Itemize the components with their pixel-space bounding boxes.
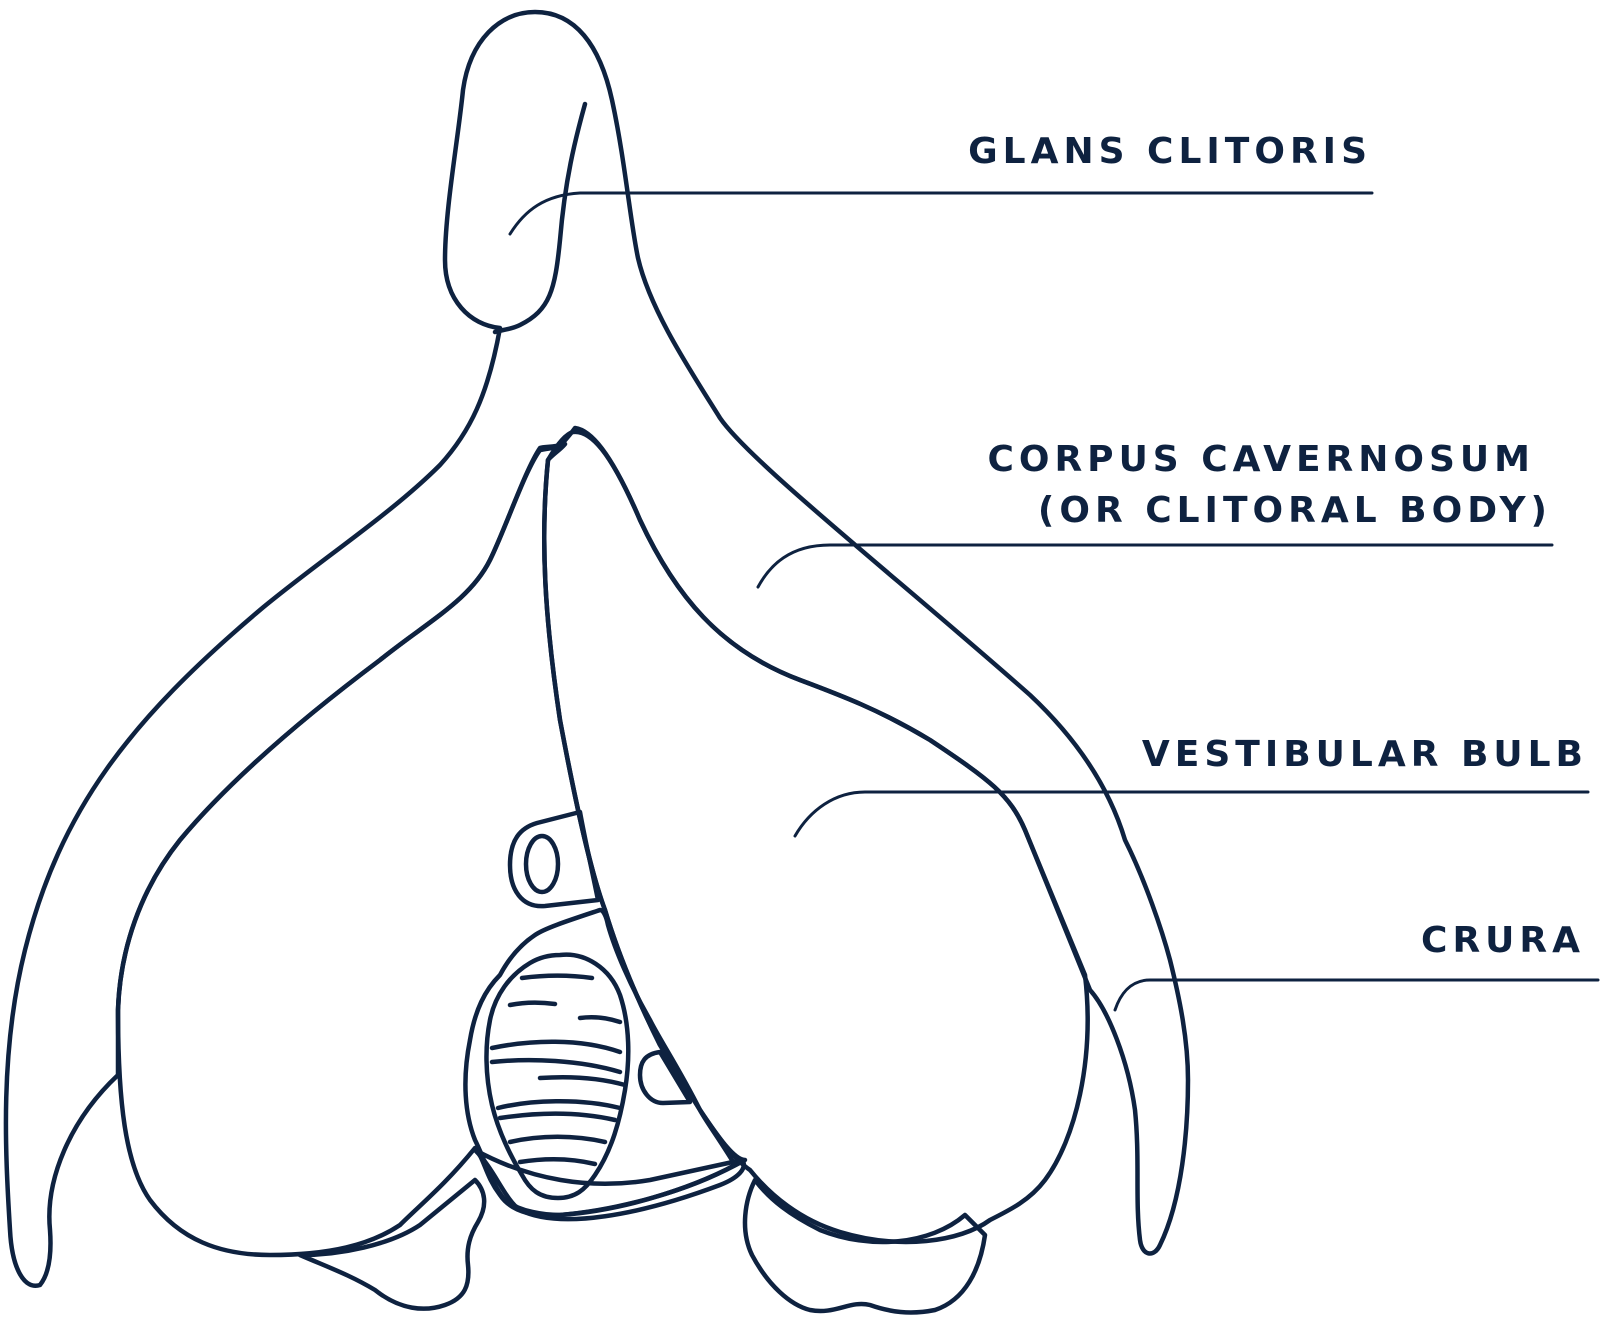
lower-tissue <box>297 1147 988 1315</box>
label-vestibular-bulb: VESTIBULAR BULB <box>1142 734 1588 775</box>
clitoral-body-shape <box>3 9 1191 1288</box>
glans-leader <box>508 191 1374 236</box>
label-glans-clitoris: GLANS CLITORIS <box>968 131 1372 172</box>
labels: GLANS CLITORIS CORPUS CAVERNOSUM (OR CLI… <box>968 131 1588 961</box>
glans-fold <box>492 101 588 335</box>
vaginal-opening <box>463 907 738 1218</box>
right-vestibular-bulb <box>541 429 1090 1245</box>
label-corpus-cavernosum: CORPUS CAVERNOSUM <box>987 439 1535 480</box>
crura-leader <box>1113 978 1600 1012</box>
vestibular-bulb-leader <box>793 790 1590 838</box>
small-gland-opening <box>637 1049 693 1106</box>
left-vestibular-bulb <box>115 441 748 1258</box>
leader-lines <box>508 191 1600 1012</box>
label-clitoral-body: (OR CLITORAL BODY) <box>1038 490 1552 531</box>
urethral-opening <box>507 809 601 909</box>
label-crura: CRURA <box>1421 920 1585 961</box>
corpus-leader <box>756 543 1554 589</box>
